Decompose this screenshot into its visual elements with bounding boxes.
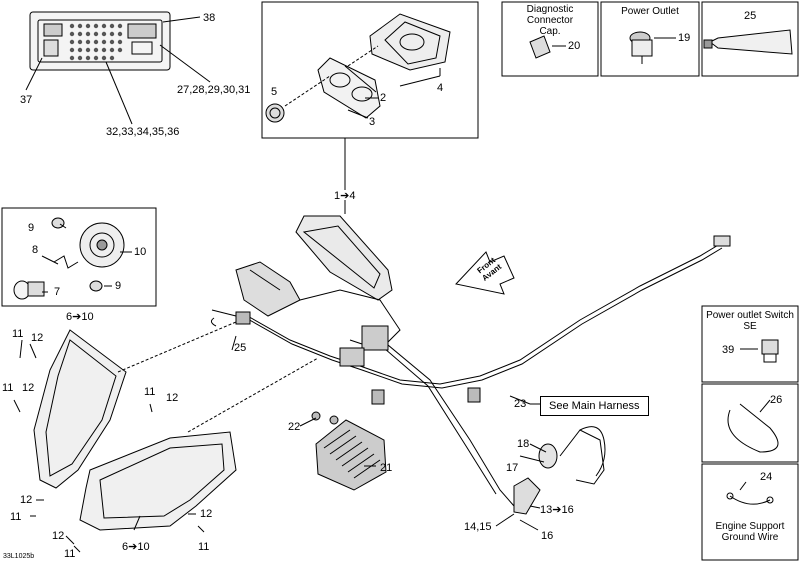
- cluster-main-illustration: [295, 215, 393, 301]
- cluster-lens-illustration: [369, 13, 451, 71]
- callout-22: 22: [288, 421, 301, 433]
- power-outlet-box: [600, 1, 700, 77]
- callout-11-b: 11: [2, 382, 14, 394]
- callout-23: 23: [514, 398, 527, 410]
- gauge-illustration: [265, 103, 285, 123]
- callout-12-d: 12: [20, 494, 33, 506]
- cluster-housing-illustration: [317, 57, 381, 119]
- callout-39: 39: [722, 344, 735, 356]
- callout-25-dot: 25: [234, 342, 247, 354]
- ground-wire-illustration: [726, 492, 774, 505]
- grease-tube-illustration: [703, 29, 793, 55]
- grease-tube-box: [701, 1, 799, 77]
- callout-1-4: 1➔4: [334, 190, 356, 202]
- callout-12-a: 12: [31, 332, 44, 344]
- voltage-regulator-illustration: [315, 419, 387, 491]
- callout-13-right: 12: [200, 508, 213, 520]
- callout-14-15: 14,15: [464, 521, 492, 533]
- callout-11-a: 11: [12, 328, 24, 340]
- callout-2: 2: [380, 92, 387, 104]
- callout-6-10-top: 6➔10: [66, 311, 94, 323]
- cable-tie-illustration: [727, 403, 779, 453]
- callout-11-c: 11: [144, 386, 156, 398]
- callout-27-31: 27,28,29,30,31: [177, 84, 251, 96]
- see-main-harness-note: See Main Harness: [540, 396, 649, 416]
- callout-20: 20: [568, 40, 581, 52]
- callout-24: 24: [760, 471, 773, 483]
- callout-32-36: 32,33,34,35,36: [106, 126, 180, 138]
- headlight-detail-box: [1, 207, 157, 307]
- drawing-code: 33L1025b: [3, 553, 35, 560]
- callout-6-10-bottom: 6➔10: [122, 541, 150, 553]
- left-headlight-illustration: [33, 329, 127, 489]
- callout-4: 4: [437, 82, 444, 94]
- callout-26: 26: [770, 394, 783, 406]
- diagnostic-cap-box: [501, 1, 599, 77]
- front-direction-arrow: [455, 251, 515, 295]
- power-switch-title: Power outlet Switch SE: [706, 310, 794, 332]
- connector-cap-illustration: [529, 35, 551, 59]
- callout-3: 3: [369, 116, 376, 128]
- callout-8: 8: [32, 244, 39, 256]
- callout-19: 19: [678, 32, 691, 44]
- fuse-box-illustration: [29, 11, 171, 71]
- ground-wire-box: [701, 463, 799, 561]
- cable-tie-box: [701, 383, 799, 463]
- callout-5: 5: [271, 86, 278, 98]
- power-outlet-illustration: [629, 31, 653, 64]
- callout-17: 17: [506, 462, 519, 474]
- callout-21: 21: [380, 462, 393, 474]
- callout-9-top: 9: [28, 222, 35, 234]
- callout-11-right: 11: [198, 541, 210, 553]
- ground-wire-title: Engine Support Ground Wire: [715, 521, 785, 543]
- callout-18: 18: [517, 438, 530, 450]
- wiring-harness-illustration: [210, 235, 731, 507]
- callout-10: 10: [134, 246, 147, 258]
- bulb-illustration: [13, 280, 45, 300]
- callout-16: 16: [541, 530, 554, 542]
- callout-13-16: 13➔16: [540, 504, 574, 516]
- callout-37: 37: [20, 94, 33, 106]
- right-headlight-illustration: [79, 431, 237, 531]
- callout-12-e: 12: [52, 530, 65, 542]
- power-switch-illustration: [761, 339, 779, 363]
- power-switch-box: [701, 305, 799, 383]
- callout-9-bottom: 9: [115, 280, 122, 292]
- power-outlet-title: Power Outlet: [621, 6, 679, 17]
- callout-12-b: 12: [22, 382, 35, 394]
- callout-7: 7: [54, 286, 61, 298]
- callout-11-d: 11: [10, 511, 22, 523]
- switch-assembly-illustration: [513, 426, 606, 515]
- callout-12-c: 12: [166, 392, 179, 404]
- callout-38: 38: [203, 12, 216, 24]
- callout-11-e: 11: [64, 548, 76, 560]
- callout-25-grease: 25: [744, 10, 757, 22]
- diagnostic-cap-title: Diagnostic Connector Cap.: [526, 4, 574, 37]
- cluster-detail-box: [261, 1, 479, 139]
